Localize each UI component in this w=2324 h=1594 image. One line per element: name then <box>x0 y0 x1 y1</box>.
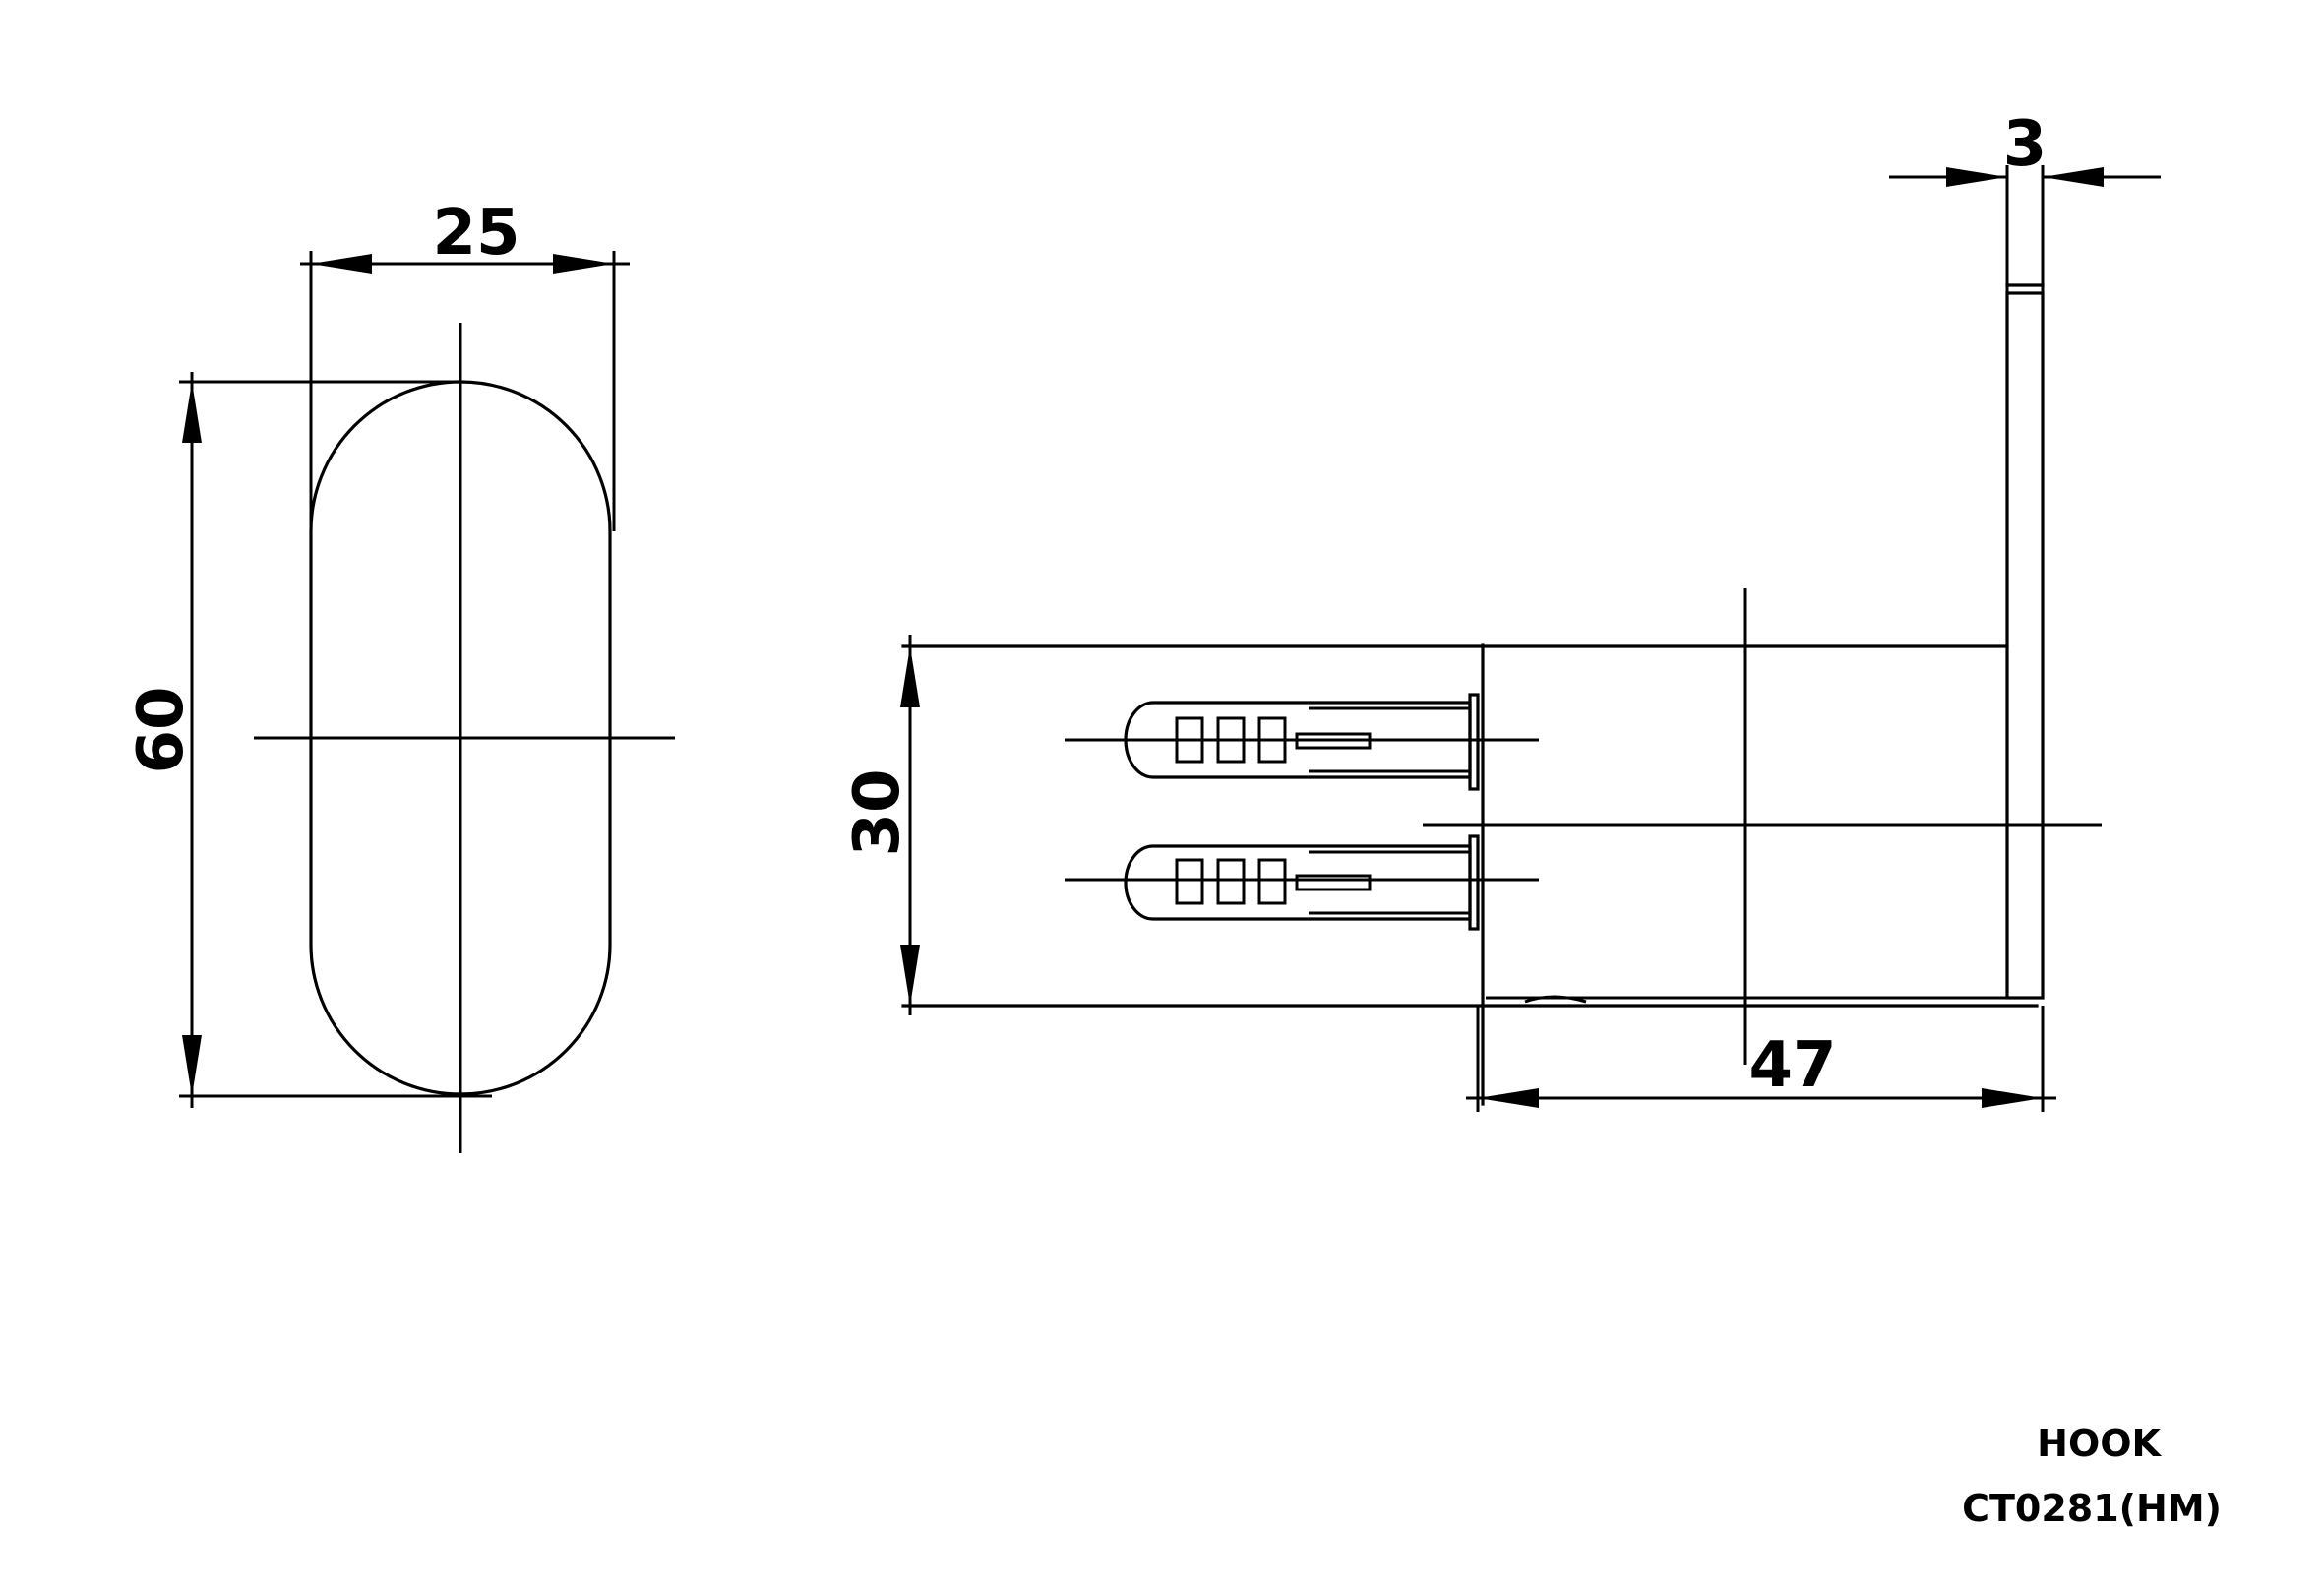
wall-plug-lower <box>1065 834 1539 931</box>
side-view: 30 47 3 <box>841 108 2161 1112</box>
side-depth-label: 47 <box>1748 1029 1836 1102</box>
front-width-label: 25 <box>432 197 520 270</box>
front-width-dimension: 25 <box>300 197 630 531</box>
side-height-dimension: 30 <box>841 635 920 1015</box>
side-height-label: 30 <box>841 768 914 856</box>
part-name: HOOK <box>2037 1422 2162 1465</box>
wall-plate <box>2005 165 2045 1000</box>
front-view: 25 60 <box>125 197 675 1153</box>
title-block: HOOK CT0281(HM) <box>1962 1422 2222 1530</box>
plate-thickness-label: 3 <box>2003 108 2048 181</box>
front-view-outline <box>309 380 612 1096</box>
side-depth-dimension: 47 <box>1466 1006 2056 1112</box>
plate-thickness-dimension: 3 <box>1889 108 2161 187</box>
front-height-label: 60 <box>125 686 198 773</box>
part-code: CT0281(HM) <box>1962 1487 2222 1530</box>
front-height-dimension: 60 <box>125 372 492 1108</box>
wall-plug-upper <box>1065 693 1539 791</box>
